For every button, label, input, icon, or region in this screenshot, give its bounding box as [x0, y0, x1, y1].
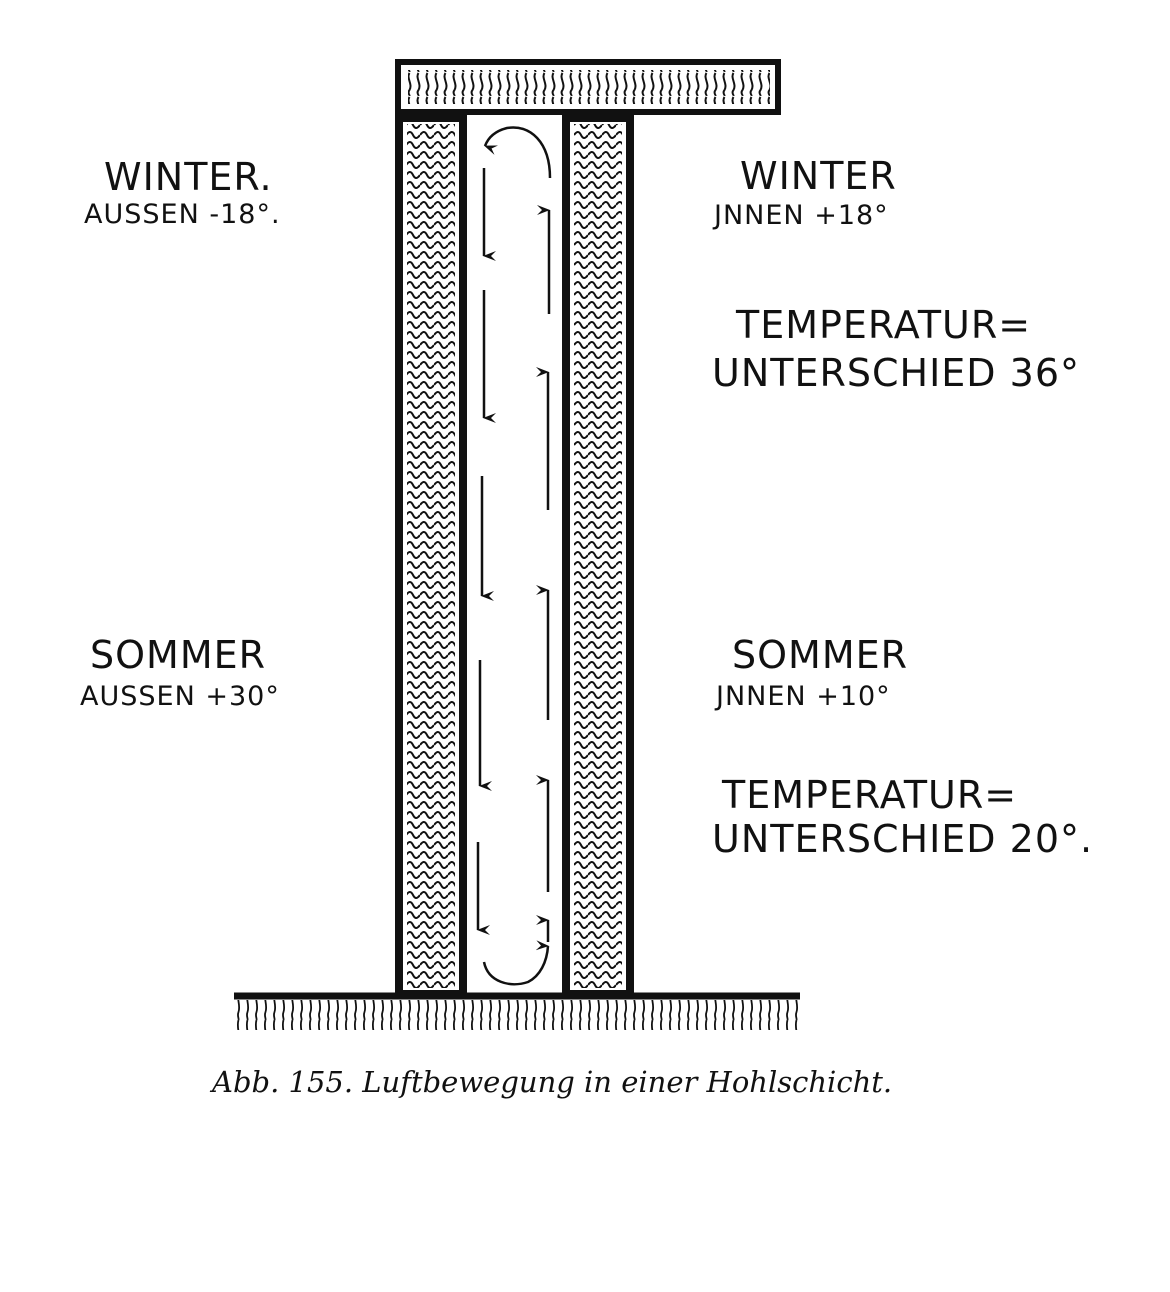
downward-air-flow-arrows — [476, 168, 496, 935]
winter-inside-temp: JNNEN +18° — [714, 200, 889, 231]
winter-temperature-difference-line2: UNTERSCHIED 36° — [712, 351, 1081, 395]
upward-air-flow-arrows — [536, 205, 551, 942]
winter-outside-temp: AUSSEN -18°. — [84, 199, 281, 230]
summer-temperature-difference-line2: UNTERSCHIED 20°. — [712, 817, 1094, 861]
summer-outside-title: SOMMER — [90, 633, 267, 677]
winter-outside-title: WINTER. — [104, 155, 273, 199]
top-slab — [395, 59, 781, 115]
winter-inside-title: WINTER — [740, 154, 897, 198]
summer-inside-title: SOMMER — [732, 633, 909, 677]
ground — [234, 992, 800, 1030]
top-turn-arrow — [483, 126, 552, 179]
bottom-turn-arrow — [482, 940, 550, 986]
summer-temperature-difference-line1: TEMPERATUR= — [722, 773, 1018, 817]
summer-inside-temp: JNNEN +10° — [716, 681, 891, 712]
winter-temperature-difference-line1: TEMPERATUR= — [736, 303, 1032, 347]
inner-wall-leaf — [562, 114, 634, 998]
summer-outside-temp: AUSSEN +30° — [80, 681, 280, 712]
figure-caption: Abb. 155. Luftbewegung in einer Hohlschi… — [212, 1065, 893, 1099]
outer-wall-leaf — [395, 114, 467, 998]
